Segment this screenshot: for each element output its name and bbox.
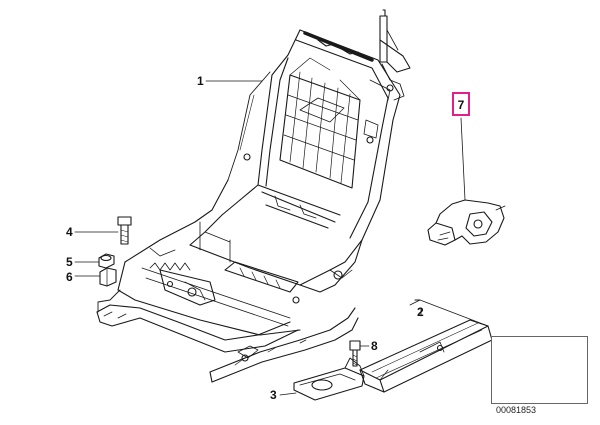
callout-1: 1: [197, 74, 204, 88]
nut-5: [98, 253, 115, 269]
seat-base-frame: [96, 179, 363, 383]
callout-4: 4: [66, 225, 73, 239]
highlighted-callout-7[interactable]: 7: [452, 92, 470, 116]
nut-6: [99, 267, 117, 287]
leader-lines: [74, 80, 466, 396]
bolt-4: [117, 216, 132, 245]
rail-cover: [359, 299, 493, 393]
callout-6: 6: [66, 270, 73, 284]
connector-part-7: [427, 199, 506, 246]
callout-3: 3: [270, 388, 277, 402]
callout-7: 7: [457, 98, 465, 112]
callout-8: 8: [371, 339, 378, 353]
headrest-post: [379, 9, 411, 101]
reference-number: 00081853: [496, 405, 537, 415]
callout-5: 5: [66, 255, 73, 269]
vehicle-thumbnail: [491, 336, 588, 404]
bracket-plate: [293, 357, 365, 401]
bolt-8: [349, 340, 361, 367]
callout-2: 2: [417, 305, 424, 319]
backrest-frame: [227, 29, 401, 271]
